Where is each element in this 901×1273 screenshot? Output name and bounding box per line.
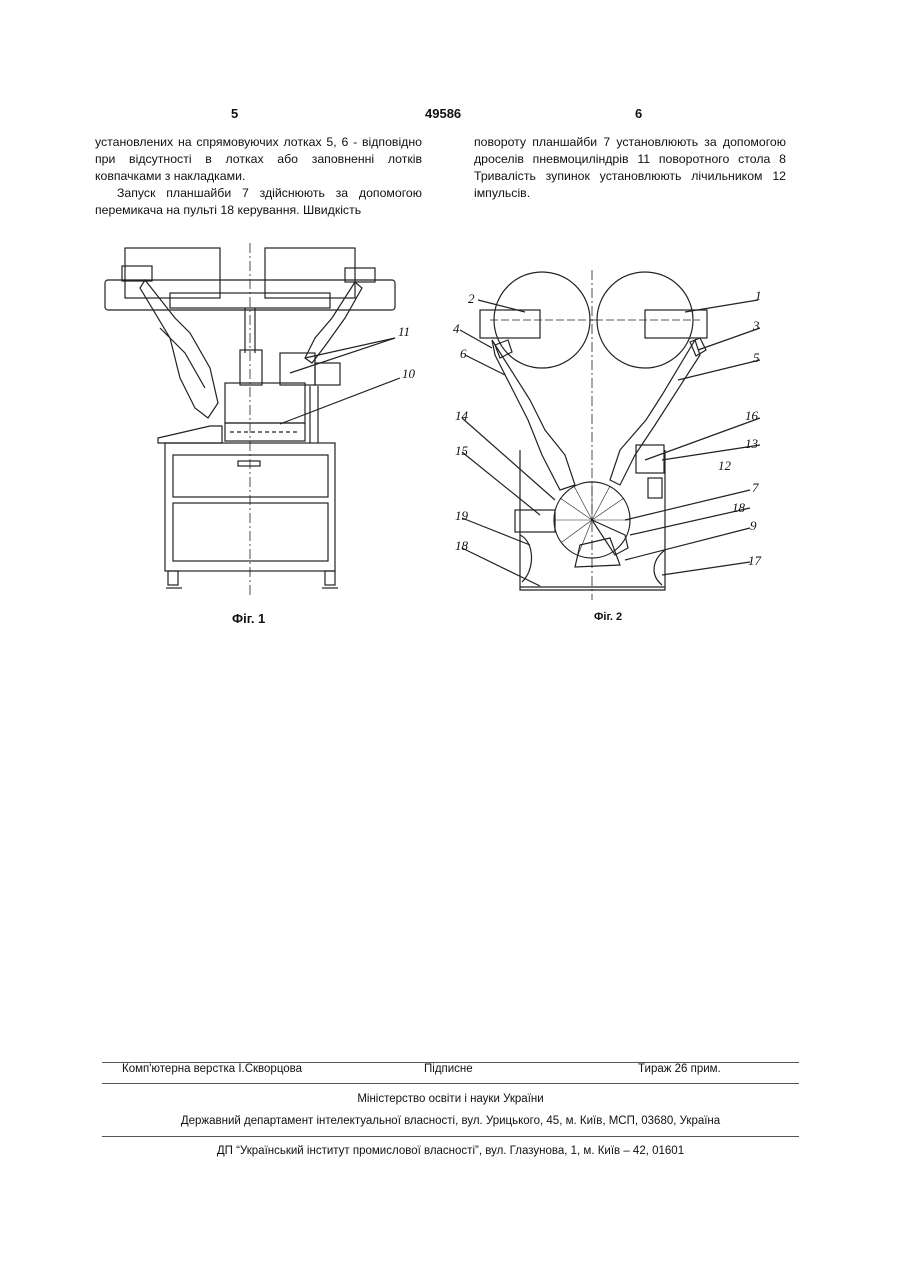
figure-2-drawing: 2 1 4 3 6 5 16 14 13 12 15 7 18 19 9 18 …	[450, 270, 785, 610]
footer-layout: Комп'ютерна верстка І.Скворцова	[122, 1063, 302, 1075]
footer-circulation: Тираж 26 прим.	[638, 1063, 721, 1075]
fig2-label-12: 12	[718, 458, 732, 473]
fig1-label-10: 10	[402, 366, 416, 381]
fig2-label-9: 9	[750, 518, 757, 533]
page-number-right: 6	[635, 106, 642, 121]
footer-ministry: Міністерство освіти і науки України	[102, 1093, 799, 1105]
fig2-label-1: 1	[755, 288, 762, 303]
footer-institute: ДП “Український інститут промислової вла…	[102, 1145, 799, 1157]
figure-1-caption: Фіг. 1	[232, 611, 265, 626]
left-paragraph-2: Запуск планшайби 7 здійснюють за допомог…	[95, 185, 422, 219]
footer-divider-3	[102, 1136, 799, 1137]
fig2-label-17: 17	[748, 553, 762, 568]
fig1-label-11: 11	[398, 324, 410, 339]
right-paragraph-1: повороту планшайби 7 установлюють за доп…	[474, 134, 786, 202]
fig2-label-2: 2	[468, 291, 475, 306]
left-text-column: установлених на спрямовуючих лотках 5, 6…	[95, 134, 422, 219]
right-text-column: повороту планшайби 7 установлюють за доп…	[474, 134, 786, 202]
fig2-label-18a: 18	[732, 500, 746, 515]
figure-2-caption: Фіг. 2	[594, 611, 622, 623]
page-number-left: 5	[231, 106, 238, 121]
footer-divider-2	[102, 1083, 799, 1084]
fig2-label-13: 13	[745, 436, 759, 451]
fig2-label-15: 15	[455, 443, 469, 458]
patent-number: 49586	[425, 106, 461, 121]
fig2-label-6: 6	[460, 346, 467, 361]
fig2-label-14: 14	[455, 408, 469, 423]
figure-1-drawing: 11 10	[100, 238, 440, 608]
footer-signed: Підписне	[424, 1063, 473, 1075]
fig2-label-4: 4	[453, 321, 460, 336]
footer-department: Державний департамент інтелектуальної вл…	[102, 1115, 799, 1127]
fig2-label-5: 5	[753, 350, 760, 365]
left-paragraph-1: установлених на спрямовуючих лотках 5, 6…	[95, 134, 422, 185]
fig2-label-16: 16	[745, 408, 759, 423]
fig2-label-19: 19	[455, 508, 469, 523]
fig2-label-7: 7	[752, 480, 759, 495]
fig2-label-3: 3	[752, 318, 760, 333]
fig2-label-18b: 18	[455, 538, 469, 553]
